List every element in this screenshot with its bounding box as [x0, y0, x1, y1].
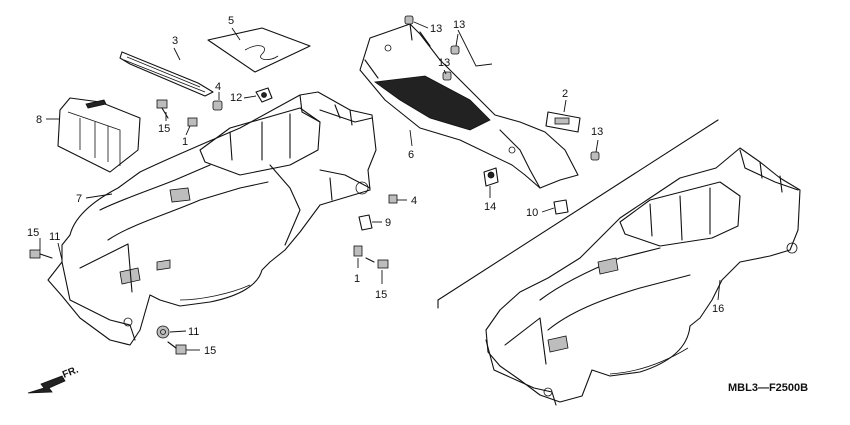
callout-11: 11	[49, 231, 60, 243]
screw-13b	[450, 45, 460, 55]
callout-15: 15	[27, 227, 39, 239]
bracket-8-part	[57, 97, 141, 173]
nut-11b	[156, 325, 170, 339]
callout-6: 6	[408, 149, 414, 161]
callout-4: 4	[215, 81, 221, 93]
callout-13: 13	[430, 23, 442, 35]
callout-13: 13	[438, 57, 450, 69]
screw-13d	[590, 151, 600, 161]
callout-4: 4	[411, 195, 417, 207]
clip-12	[255, 87, 273, 103]
direction-label: FR.	[61, 364, 80, 380]
callout-1: 1	[354, 273, 360, 285]
callout-2: 2	[562, 88, 568, 100]
clip-9	[358, 214, 373, 231]
callout-15: 15	[375, 289, 387, 301]
callout-labels: 3 5 4 12 8 15 1 7 15 11 4 9 1 15 11 15 1…	[27, 15, 724, 357]
collar-1a	[187, 117, 198, 127]
callout-9: 9	[385, 217, 391, 229]
fender-assembly-16	[485, 147, 801, 406]
divider-line	[437, 119, 719, 301]
callout-14: 14	[484, 201, 496, 213]
callout-7: 7	[76, 193, 82, 205]
bolt-15c	[365, 257, 389, 269]
callout-10: 10	[526, 207, 538, 219]
callout-1: 1	[182, 136, 188, 148]
callout-16: 16	[712, 303, 724, 315]
callout-15: 15	[204, 345, 216, 357]
leader-lines	[39, 21, 721, 351]
callout-5: 5	[228, 15, 234, 27]
callout-15: 15	[158, 123, 170, 135]
callout-13: 13	[591, 126, 603, 138]
callout-11: 11	[188, 326, 199, 338]
rear-fender-part	[47, 91, 377, 346]
plate-2-part	[545, 111, 581, 133]
callout-3: 3	[172, 35, 178, 47]
callout-13: 13	[453, 19, 465, 31]
callout-8: 8	[36, 114, 42, 126]
bolt-15a	[156, 99, 169, 119]
tool-pouch-part	[207, 27, 311, 73]
bolt-4a	[212, 100, 223, 111]
grommet-14	[483, 167, 499, 187]
seal-strip-part	[119, 51, 214, 97]
screw-13a	[404, 15, 414, 25]
front-arrow-icon	[27, 375, 66, 394]
callout-12: 12	[230, 92, 242, 104]
collar-1b	[353, 245, 363, 257]
clip-10	[553, 199, 569, 215]
screw-13c	[442, 71, 452, 81]
front-direction-indicator: FR.	[27, 364, 80, 394]
upper-cover-part	[359, 23, 579, 189]
bolt-15d	[167, 341, 187, 355]
bolt-15b	[29, 249, 53, 259]
diagram-code: MBL3—F2500B	[728, 382, 808, 394]
bolt-4b	[388, 194, 398, 204]
